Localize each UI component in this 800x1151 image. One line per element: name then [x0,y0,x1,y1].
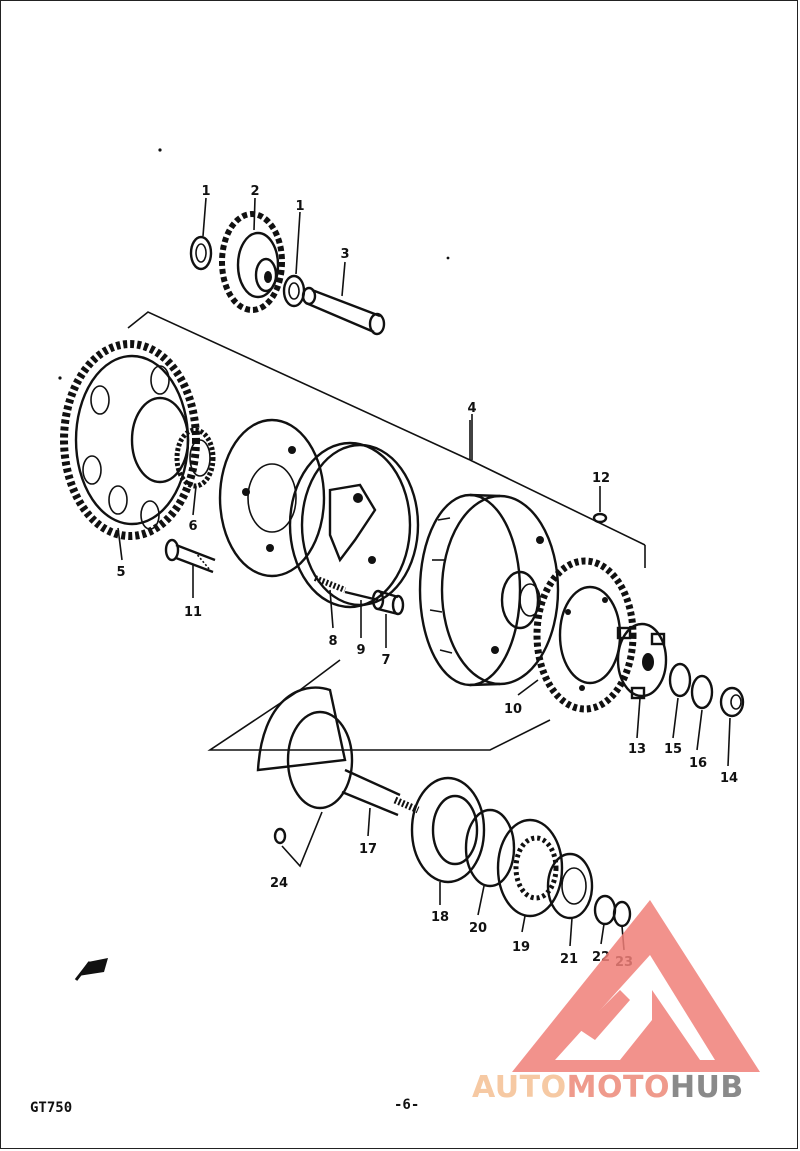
callout-labels: 1 2 1 3 4 5 6 11 8 9 7 12 10 13 15 16 14… [116,184,738,970]
callout-17: 17 [359,842,377,857]
bolt-11 [164,538,216,574]
model-code: GT750 [30,1100,73,1116]
callout-6: 6 [188,519,197,534]
washer-15 [668,662,692,698]
watermark-logo [512,900,760,1072]
circlip-20 [464,808,516,888]
bearing-19 [496,818,564,918]
callout-2: 2 [250,184,259,199]
callout-7: 7 [381,653,390,668]
brand-auto: AUTO [472,1070,567,1105]
roller-7 [371,589,405,616]
spring-8 [313,575,347,593]
shaft-3 [301,286,386,336]
nut-14 [719,686,745,718]
callout-9: 9 [356,643,365,658]
page-number: -6- [394,1097,420,1113]
callout-20: 20 [469,921,487,936]
spacer-22 [593,894,617,926]
assembly-outline [127,311,646,751]
callout-16: 16 [689,756,707,771]
brand-hub: HUB [669,1070,744,1105]
callout-5: 5 [116,565,125,580]
callout-4: 4 [467,401,476,416]
brand-moto: MOTO [566,1070,670,1105]
gear-5 [60,340,200,540]
gear-10 [533,557,637,713]
callout-18: 18 [431,910,449,925]
key-24 [273,827,287,845]
callout-12: 12 [592,471,610,486]
washer-1-right [282,274,306,308]
callout-3: 3 [340,247,349,262]
callout-10: 10 [504,702,522,717]
callout-15: 15 [664,742,682,757]
needle-bearing-6 [174,427,216,489]
callout-14: 14 [720,771,738,786]
pin-12 [592,512,608,524]
gear-2 [219,211,285,313]
callout-1b: 1 [295,199,304,214]
hub-13 [616,622,668,700]
clutch-housing [418,493,560,687]
front-arrow-icon [74,958,108,981]
callout-21: 21 [560,952,578,967]
one-way-clutch-body [288,441,420,609]
callout-1a: 1 [201,184,210,199]
callout-11: 11 [184,605,202,620]
clutch-plate [218,418,326,578]
leader-lines [117,197,731,951]
washer-16 [690,674,714,710]
callout-13: 13 [628,742,646,757]
seal-21 [546,852,594,920]
watermark-brand-text: AUTOMOTOHUB [472,1070,744,1105]
bearing-18 [410,776,486,884]
shaft-17 [256,686,420,817]
washer-1-left [189,235,213,271]
callout-24: 24 [270,876,288,891]
circlip-23 [612,900,632,928]
callout-8: 8 [328,634,337,649]
callout-19: 19 [512,940,530,955]
